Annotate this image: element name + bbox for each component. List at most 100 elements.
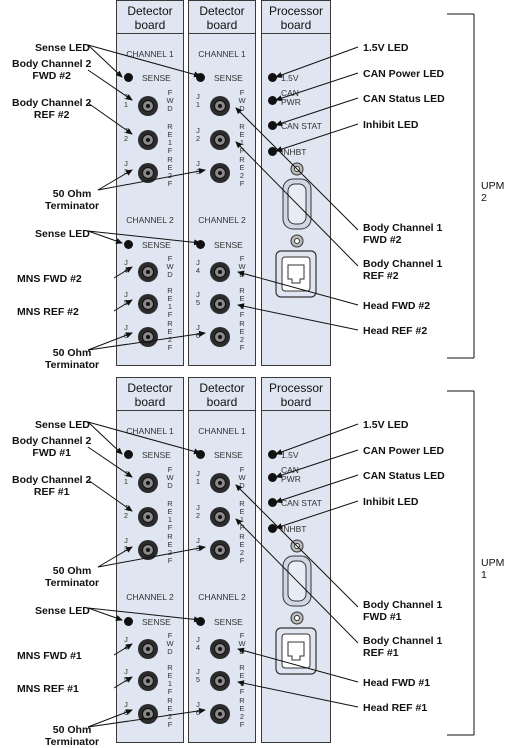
callout-line-2: REF #2 xyxy=(363,270,399,282)
sense-led xyxy=(196,450,205,459)
callout-line-1: Body Channel 2 xyxy=(12,474,92,486)
connector-pin xyxy=(146,647,150,651)
upm2-callout-sense-led-2: Sense LED xyxy=(35,228,90,240)
coax-connector xyxy=(138,130,158,150)
callout-line-1: Head REF #2 xyxy=(363,325,428,337)
callout-line-1: Inhibit LED xyxy=(363,119,419,131)
upm1-right-leader xyxy=(237,647,359,683)
upm2-callout-led-15v: 1.5V LED xyxy=(363,42,409,54)
coax-connector xyxy=(210,540,230,560)
coax-connector xyxy=(210,327,230,347)
callout-line-1: CAN Status LED xyxy=(363,93,445,105)
1-5v-led-label: 1.5V xyxy=(281,73,299,83)
sense-led xyxy=(124,73,133,82)
callout-line-1: MNS REF #1 xyxy=(17,683,79,695)
upm1-label: UPM 1 xyxy=(481,557,505,581)
connector-pin xyxy=(146,302,150,306)
callout-line-1: Body Channel 1 xyxy=(363,635,443,647)
connector-pin xyxy=(218,712,222,716)
callout-line-1: MNS REF #2 xyxy=(17,306,79,318)
callout-line-1: Body Channel 1 xyxy=(363,258,443,270)
coax-connector xyxy=(210,262,230,282)
can-stat-led xyxy=(268,498,277,507)
channel-2-label: CHANNEL 2 xyxy=(126,592,174,602)
callout-line-2: Terminator xyxy=(45,359,100,371)
upm2-left-leader xyxy=(87,330,206,351)
upm2-left-leader xyxy=(87,44,201,78)
channel-2-label: CHANNEL 2 xyxy=(126,215,174,225)
upm2-callout-mns-ref: MNS REF #2 xyxy=(17,306,79,318)
coax-connector xyxy=(210,163,230,183)
rj45-port xyxy=(275,627,317,675)
callout-line-1: Body Channel 1 xyxy=(363,599,443,611)
connector-pin xyxy=(218,270,222,274)
channel-2-label: CHANNEL 2 xyxy=(198,215,246,225)
upm1-left-leader xyxy=(87,607,201,623)
callout-line-2: REF #2 xyxy=(33,109,70,121)
channel-1-label: CHANNEL 1 xyxy=(126,426,174,436)
channel-1-label: CHANNEL 1 xyxy=(126,49,174,59)
callout-line-1: Sense LED xyxy=(35,42,90,54)
callout-line-2: REF #1 xyxy=(363,647,399,659)
callout-line-1: CAN Power LED xyxy=(363,68,445,80)
sense-led xyxy=(196,73,205,82)
upm2-callout-can-status: CAN Status LED xyxy=(363,93,445,105)
callout-line-1: Body Channel 1 xyxy=(363,222,443,234)
callout-line-2: FWD #1 xyxy=(32,447,71,459)
sense-label: SENSE xyxy=(142,617,171,627)
connector-pin xyxy=(146,138,150,142)
upm1-right-leader xyxy=(275,449,359,478)
processor-board-title-line-1: Processor xyxy=(268,4,324,18)
upm1-left-leader xyxy=(87,421,123,455)
connector-pin xyxy=(218,679,222,683)
callout-line-1: CAN Status LED xyxy=(363,470,445,482)
callout-line-1: 50 Ohm xyxy=(52,188,92,200)
can-stat-led xyxy=(268,121,277,130)
channel-1-label: CHANNEL 1 xyxy=(198,49,246,59)
coax-connector xyxy=(138,540,158,560)
upm2-right-leader xyxy=(275,72,359,101)
coax-connector xyxy=(138,639,158,659)
upm2-left-leader xyxy=(87,230,201,246)
upm2-right-leader xyxy=(275,97,359,126)
upm2-right-leader xyxy=(237,303,359,331)
callout-line-2: REF #1 xyxy=(33,486,70,498)
sense-label: SENSE xyxy=(214,240,243,250)
upm1-callout-inhibit: Inhibit LED xyxy=(363,496,418,508)
detector-board-title-line-1: Detector xyxy=(127,381,173,395)
sense-label: SENSE xyxy=(214,617,243,627)
1-5v-led-label: 1.5V xyxy=(281,450,299,460)
upm1-callout-led-15v: 1.5V LED xyxy=(363,419,409,431)
callout-line-1: Sense LED xyxy=(35,605,90,617)
upm2-left-leader xyxy=(87,102,133,135)
connector-pin xyxy=(218,335,222,339)
upm1-left-leader xyxy=(87,607,123,621)
inhbt-led xyxy=(268,147,277,156)
callout-line-2: FWD #2 xyxy=(363,234,402,246)
